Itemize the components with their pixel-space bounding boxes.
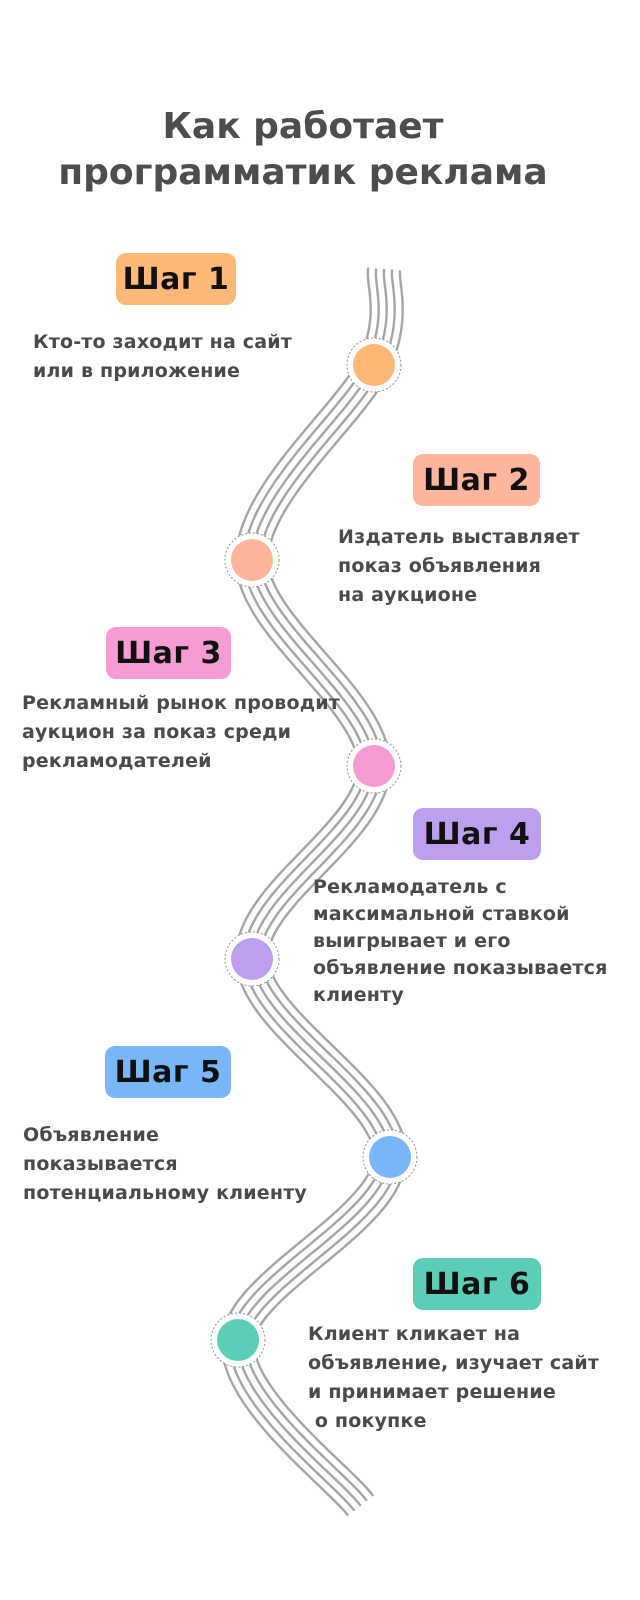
road-line: [228, 268, 384, 1512]
step-4-description: Рекламодатель с максимальной ставкой выи…: [313, 876, 608, 1006]
step-1-description: Кто-то заходит на сайт или в приложение: [33, 331, 292, 382]
title-line-2: программатик реклама: [58, 152, 548, 193]
step-5-description: Объявление показывается потенциальному к…: [23, 1124, 308, 1204]
step-1-badge: Шаг 1: [116, 253, 236, 305]
step-3-badge: Шаг 3: [106, 627, 231, 679]
step-1-marker: [346, 337, 402, 393]
page-title: Как работает программатик реклама: [0, 104, 606, 196]
step-6-marker: [210, 1312, 266, 1368]
title-line-1: Как работает: [162, 106, 444, 147]
road-line: [236, 268, 392, 1507]
road-line: [252, 270, 408, 1497]
road-line: [244, 269, 400, 1502]
step-2-description: Издатель выставляет показ объявления на …: [338, 526, 580, 606]
road-line: [220, 267, 376, 1516]
step-4-badge: Шаг 4: [413, 808, 541, 860]
step-5-badge: Шаг 5: [105, 1046, 231, 1098]
step-4-marker: [224, 931, 280, 987]
step-6-description: Клиент кликает на объявление, изучает са…: [308, 1323, 600, 1432]
step-5-marker: [362, 1129, 418, 1185]
step-6-badge: Шаг 6: [413, 1258, 541, 1310]
step-2-marker: [224, 532, 280, 588]
step-2-badge: Шаг 2: [413, 454, 540, 506]
step-3-marker: [346, 738, 402, 794]
step-3-description: Рекламный рынок проводит аукцион за пока…: [22, 692, 341, 772]
